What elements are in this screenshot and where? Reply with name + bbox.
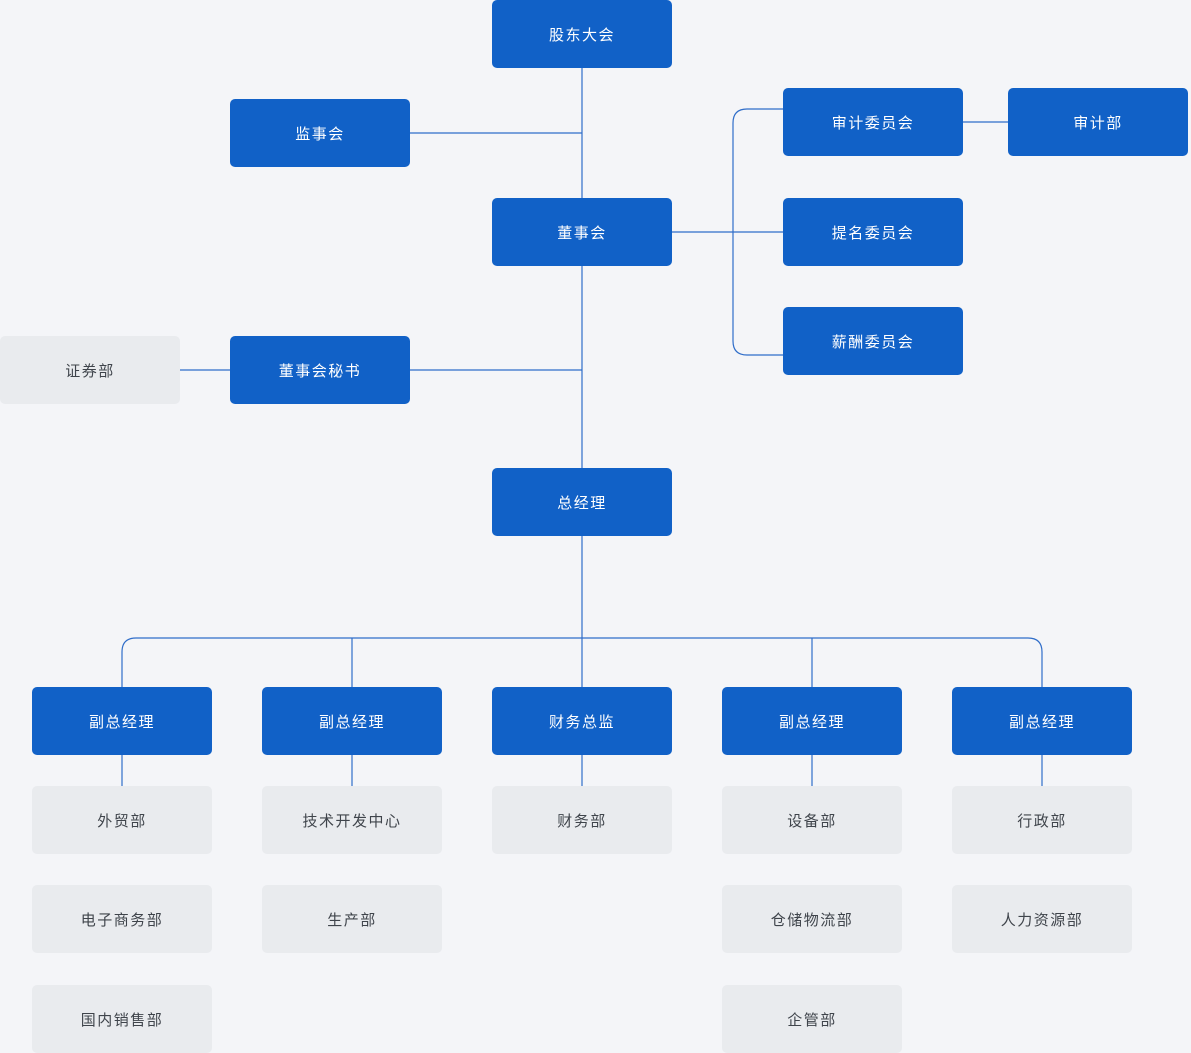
org-node-board-secretary: 董事会秘书	[230, 336, 410, 404]
org-node-cfo: 财务总监	[492, 687, 672, 755]
org-node-ecommerce: 电子商务部	[32, 885, 212, 953]
org-node-administration: 行政部	[952, 786, 1132, 854]
org-node-general-manager: 总经理	[492, 468, 672, 536]
org-node-vp-1: 副总经理	[32, 687, 212, 755]
org-node-audit-department: 审计部	[1008, 88, 1188, 156]
org-node-supervisory-board: 监事会	[230, 99, 410, 167]
org-node-foreign-trade: 外贸部	[32, 786, 212, 854]
org-node-shareholders: 股东大会	[492, 0, 672, 68]
org-node-vp-3: 副总经理	[722, 687, 902, 755]
org-node-enterprise-management: 企管部	[722, 985, 902, 1053]
org-node-audit-committee: 审计委员会	[783, 88, 963, 156]
org-node-securities-department: 证券部	[0, 336, 180, 404]
org-node-board-of-directors: 董事会	[492, 198, 672, 266]
org-node-equipment: 设备部	[722, 786, 902, 854]
org-node-warehouse-logistics: 仓储物流部	[722, 885, 902, 953]
org-node-vp-4: 副总经理	[952, 687, 1132, 755]
org-node-domestic-sales: 国内销售部	[32, 985, 212, 1053]
org-node-vp-2: 副总经理	[262, 687, 442, 755]
org-node-production: 生产部	[262, 885, 442, 953]
org-node-tech-dev-center: 技术开发中心	[262, 786, 442, 854]
org-node-nomination-committee: 提名委员会	[783, 198, 963, 266]
org-node-compensation-committee: 薪酬委员会	[783, 307, 963, 375]
connector-distribution-line	[121, 637, 1043, 687]
org-node-human-resources: 人力资源部	[952, 885, 1132, 953]
connector-committee-trunk	[732, 108, 783, 356]
org-node-finance-department: 财务部	[492, 786, 672, 854]
